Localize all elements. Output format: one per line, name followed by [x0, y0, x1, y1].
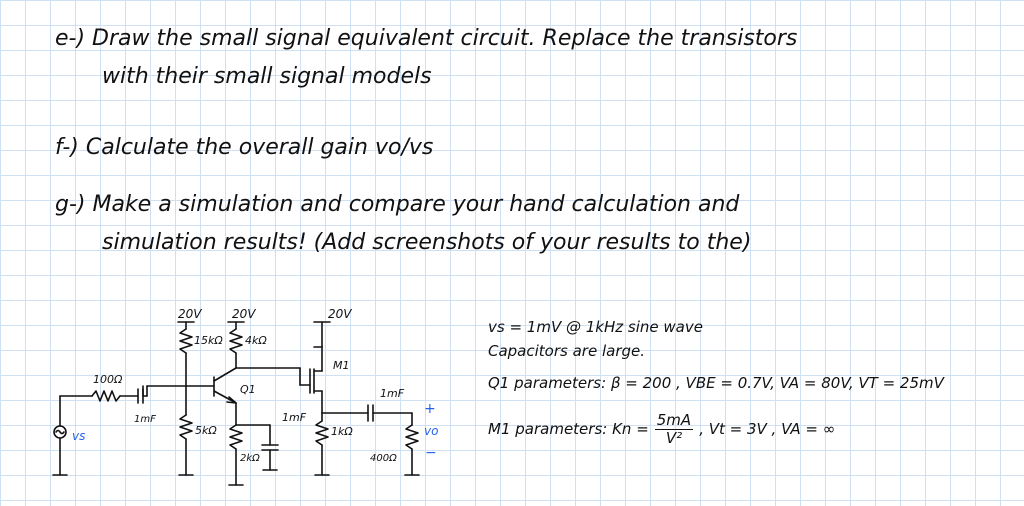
m1-label: M1	[333, 359, 350, 372]
supply-2-label: 20V	[232, 307, 256, 321]
m1-parameters: M1 parameters: Kn = 5mA V² , Vt = 3V , V…	[488, 412, 835, 446]
vo-label: vo	[424, 424, 438, 438]
c-in-label: 1mF	[134, 414, 156, 425]
vo-plus-label: +	[424, 401, 436, 417]
m1-parameters-prefix: M1 parameters: Kn =	[488, 420, 649, 438]
supply-1-label: 20V	[178, 307, 202, 321]
vs-spec: vs = 1mV @ 1kHz sine wave	[488, 318, 703, 336]
r-400-label: 400Ω	[370, 453, 397, 464]
r-100-label: 100Ω	[93, 373, 123, 386]
kn-numerator: 5mA	[654, 411, 694, 430]
kn-denominator: V²	[665, 428, 683, 447]
question-e-line2: with their small signal models	[102, 64, 432, 89]
supply-3-label: 20V	[328, 307, 352, 321]
question-f: f-) Calculate the overall gain vo/vs	[55, 135, 434, 160]
r-2k-label: 2kΩ	[240, 453, 260, 464]
question-g-line2: simulation results! (Add screenshots of …	[102, 230, 752, 255]
r-5k-label: 5kΩ	[195, 424, 217, 437]
r-4k-label: 4kΩ	[245, 334, 267, 347]
question-g-line1: g-) Make a simulation and compare your h…	[55, 192, 740, 217]
r-1k-label: 1kΩ	[331, 425, 353, 438]
vs-label: vs	[72, 429, 85, 443]
c-out-label: 1mF	[380, 387, 405, 400]
capacitor-note: Capacitors are large.	[488, 342, 646, 360]
q1-label: Q1	[240, 383, 256, 396]
r-15k-label: 15kΩ	[194, 334, 223, 347]
c-bypass-label: 1mF	[282, 411, 307, 424]
circuit-schematic: 20V 20V 20V 15kΩ 4kΩ 100Ω 1mF 5kΩ 2kΩ 1m…	[52, 307, 438, 486]
vo-minus-label: −	[425, 445, 437, 461]
q1-parameters: Q1 parameters: β = 200 , VBE = 0.7V, VA …	[488, 374, 944, 392]
m1-parameters-suffix: , Vt = 3V , VA = ∞	[699, 420, 836, 438]
kn-fraction: 5mA V²	[654, 411, 694, 447]
question-e-line1: e-) Draw the small signal equivalent cir…	[55, 26, 798, 51]
